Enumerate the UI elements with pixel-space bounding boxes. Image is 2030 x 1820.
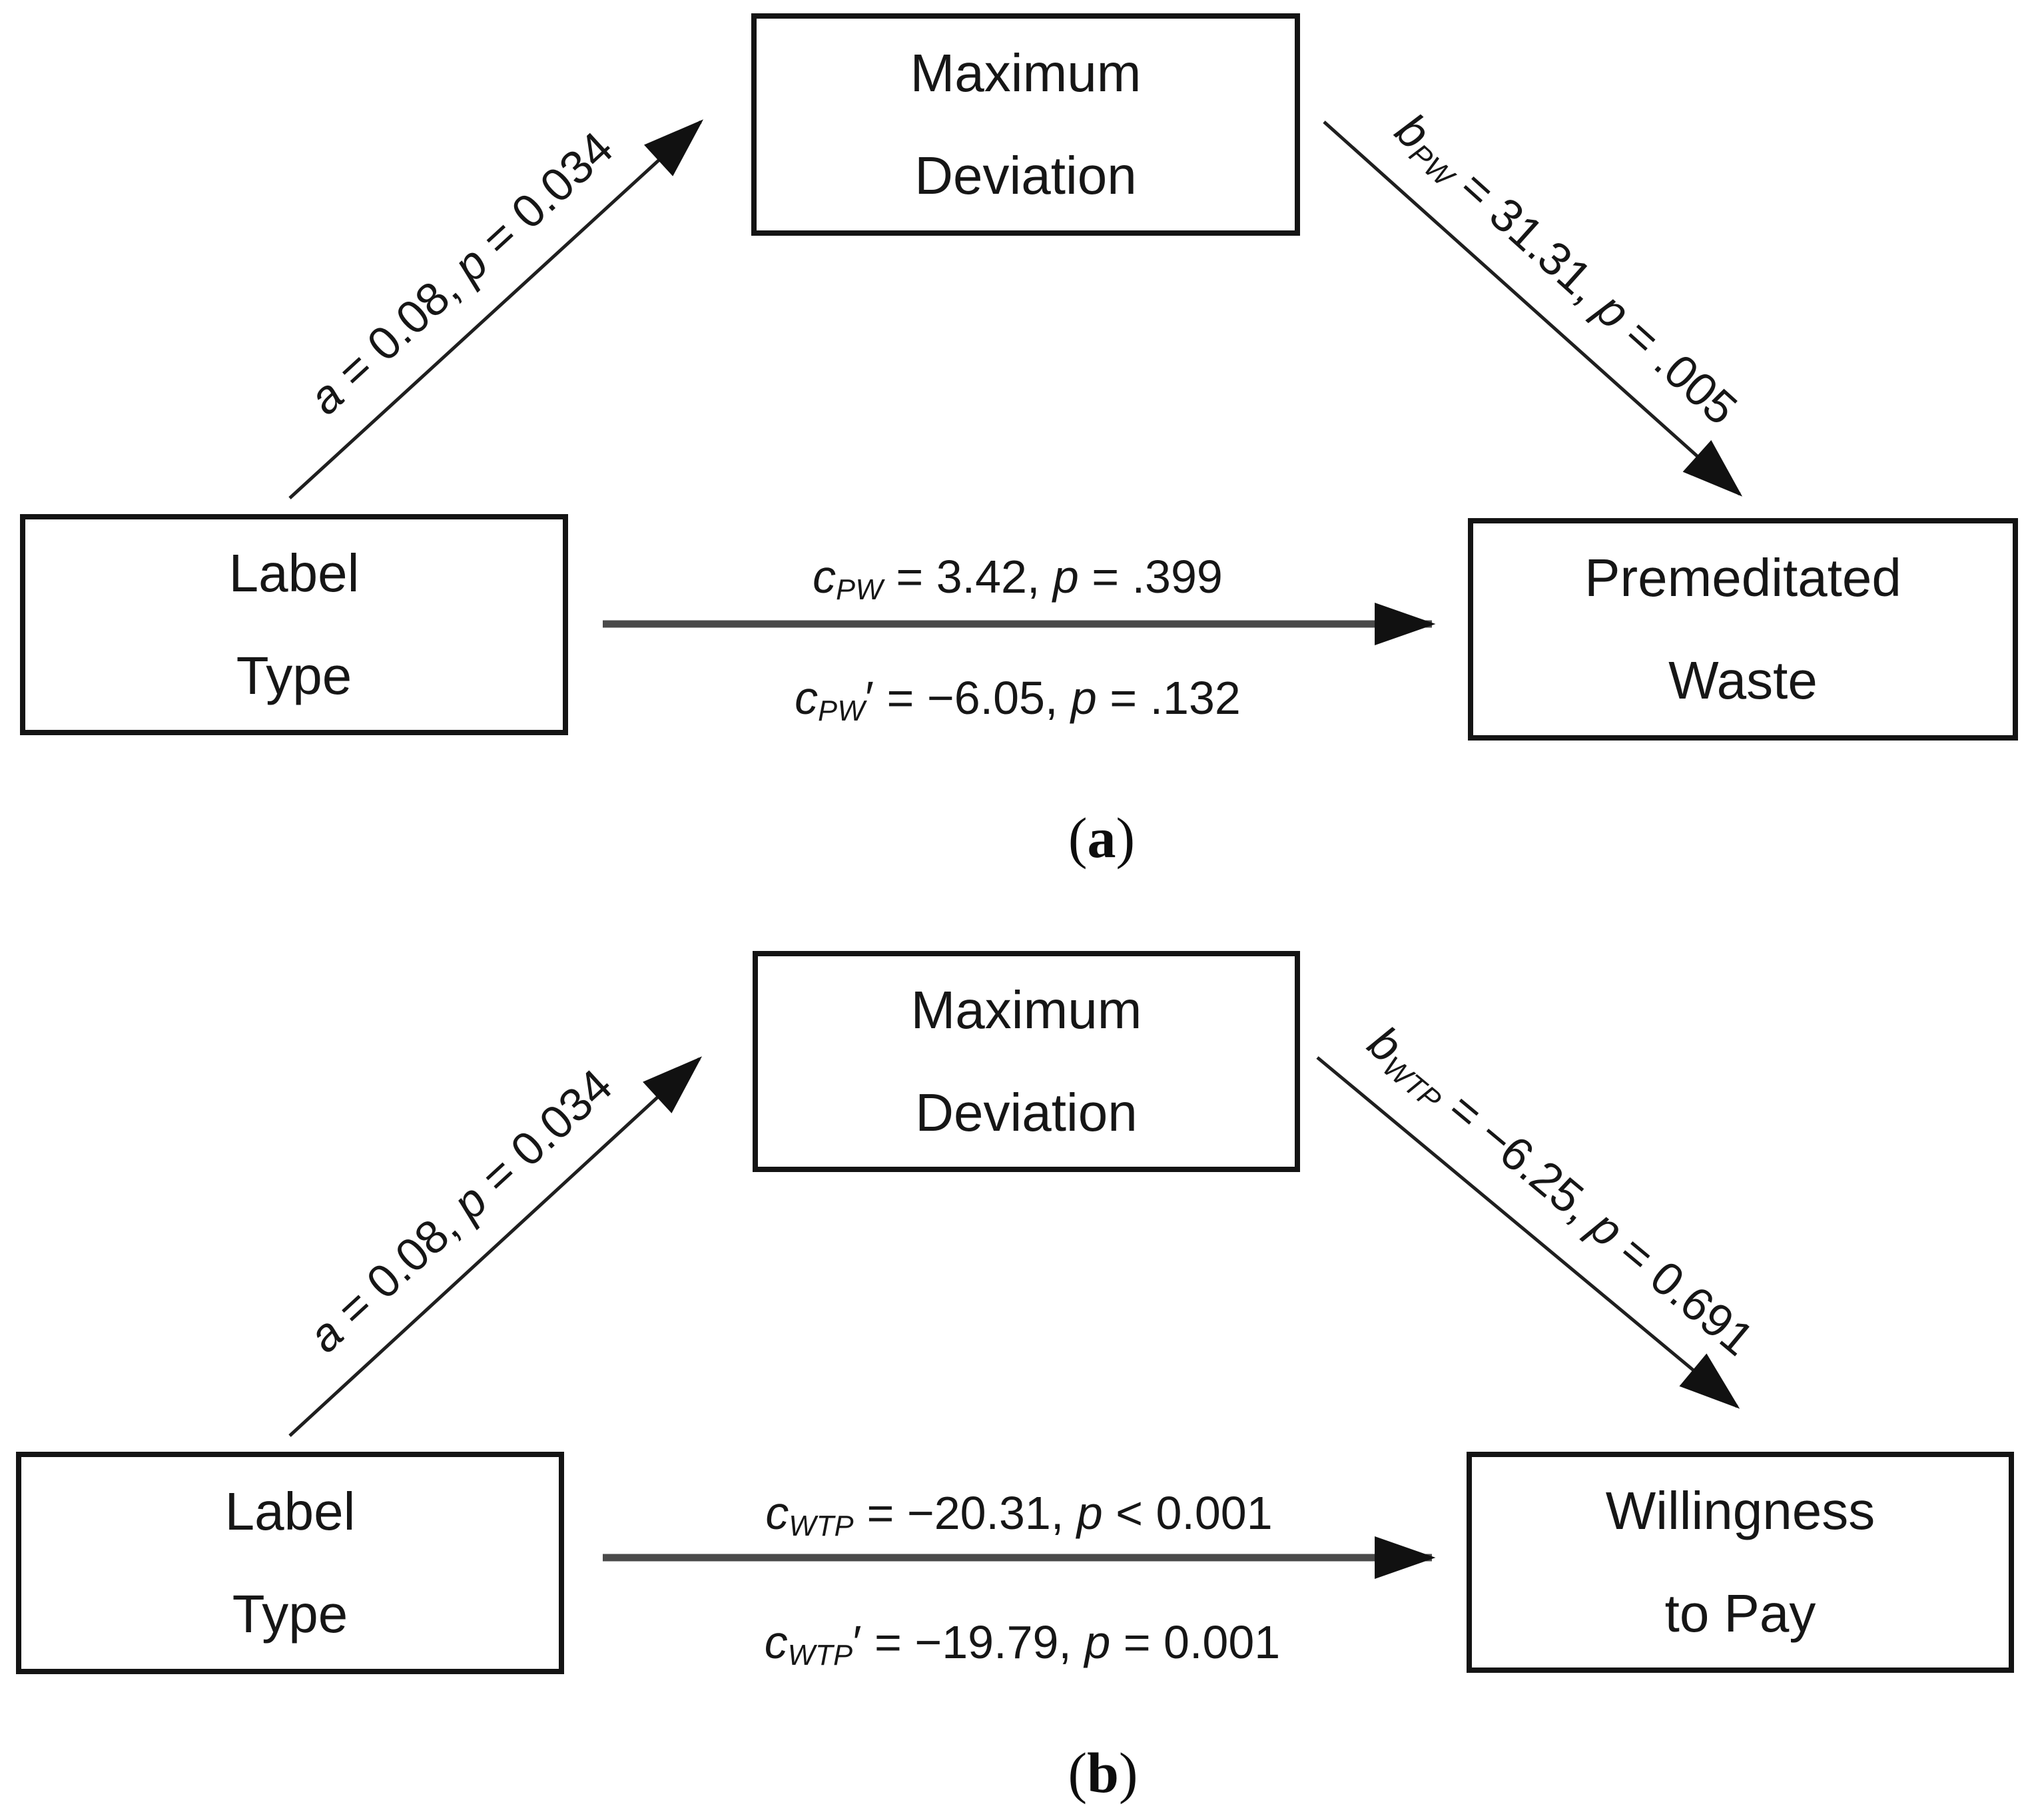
p-var: p [1084,1616,1111,1668]
box-label-line: Maximum [910,980,1142,1040]
box-label-line: Type [232,1584,348,1644]
panel-a-predictor-box: Label Type [20,514,568,735]
panel-a-path-c-prime-label: cPW′ = −6.05, p = .132 [795,671,1241,727]
panel-b-path-c-label: cWTP = −20.31, p < 0.001 [765,1486,1273,1542]
panel-b-outcome-box: Willingness to Pay [1467,1452,2014,1673]
caption-paren: ( [1068,1741,1088,1805]
box-label-line: Waste [1668,651,1818,710]
coef-sub: WTP [789,1510,854,1542]
coef-sub: PW [818,695,865,727]
panel-a-outcome-box: Premeditated Waste [1468,518,2018,741]
panel-a-path-b-arrow [1323,121,1743,497]
coef-prime: ′ [852,1616,862,1668]
p-var: p [1070,672,1097,724]
panel-b-caption: (b) [1068,1739,1138,1806]
p-var: p [1076,1487,1103,1539]
box-label-line: Deviation [914,146,1137,205]
box-label-line: Label [228,543,360,603]
panel-a-path-a-arrow [288,119,704,499]
panel-b-path-b-arrow [1316,1056,1740,1409]
box-label-line: Type [236,646,352,705]
box-label-line: Premeditated [1584,548,1901,607]
coef-value: = −6.05, [874,672,1071,724]
caption-paren: ) [1118,1741,1138,1805]
p-value: < 0.001 [1102,1487,1273,1539]
panel-a-path-c-label: cPW = 3.42, p = .399 [813,550,1223,606]
coef-value: = 3.42, [882,551,1053,603]
coef-sub: WTP [787,1639,853,1671]
box-label-line: Label [224,1482,356,1541]
box-label-line: Deviation [915,1083,1138,1142]
box-label-line: Maximum [910,43,1142,103]
p-var: p [1052,551,1079,603]
coef-value: = −20.31, [854,1487,1077,1539]
coef-prime: ′ [864,672,874,724]
caption-paren: ( [1068,806,1088,870]
box-label-line: to Pay [1664,1584,1816,1643]
caption-paren: ) [1116,806,1136,870]
coef-value: = −19.79, [861,1616,1085,1668]
panel-b-predictor-box: Label Type [16,1452,564,1674]
box-label-line: Willingness [1605,1481,1875,1540]
coef-var: c [765,1487,789,1539]
caption-letter: b [1087,1741,1119,1805]
caption-letter: a [1087,806,1116,870]
coef-var: c [764,1616,788,1668]
coef-var: c [795,672,819,724]
coef-var: c [813,551,837,603]
panel-b-path-a-arrow [288,1056,703,1437]
p-value: = .399 [1078,551,1223,603]
p-value: = 0.001 [1110,1616,1281,1668]
p-value: = .132 [1096,672,1241,724]
panel-b-path-c-prime-label: cWTP′ = −19.79, p = 0.001 [764,1616,1281,1671]
panel-b-mediator-box: Maximum Deviation [753,951,1300,1172]
coef-sub: PW [836,573,883,606]
panel-a-mediator-box: Maximum Deviation [751,13,1300,236]
panel-a-caption: (a) [1068,804,1135,871]
